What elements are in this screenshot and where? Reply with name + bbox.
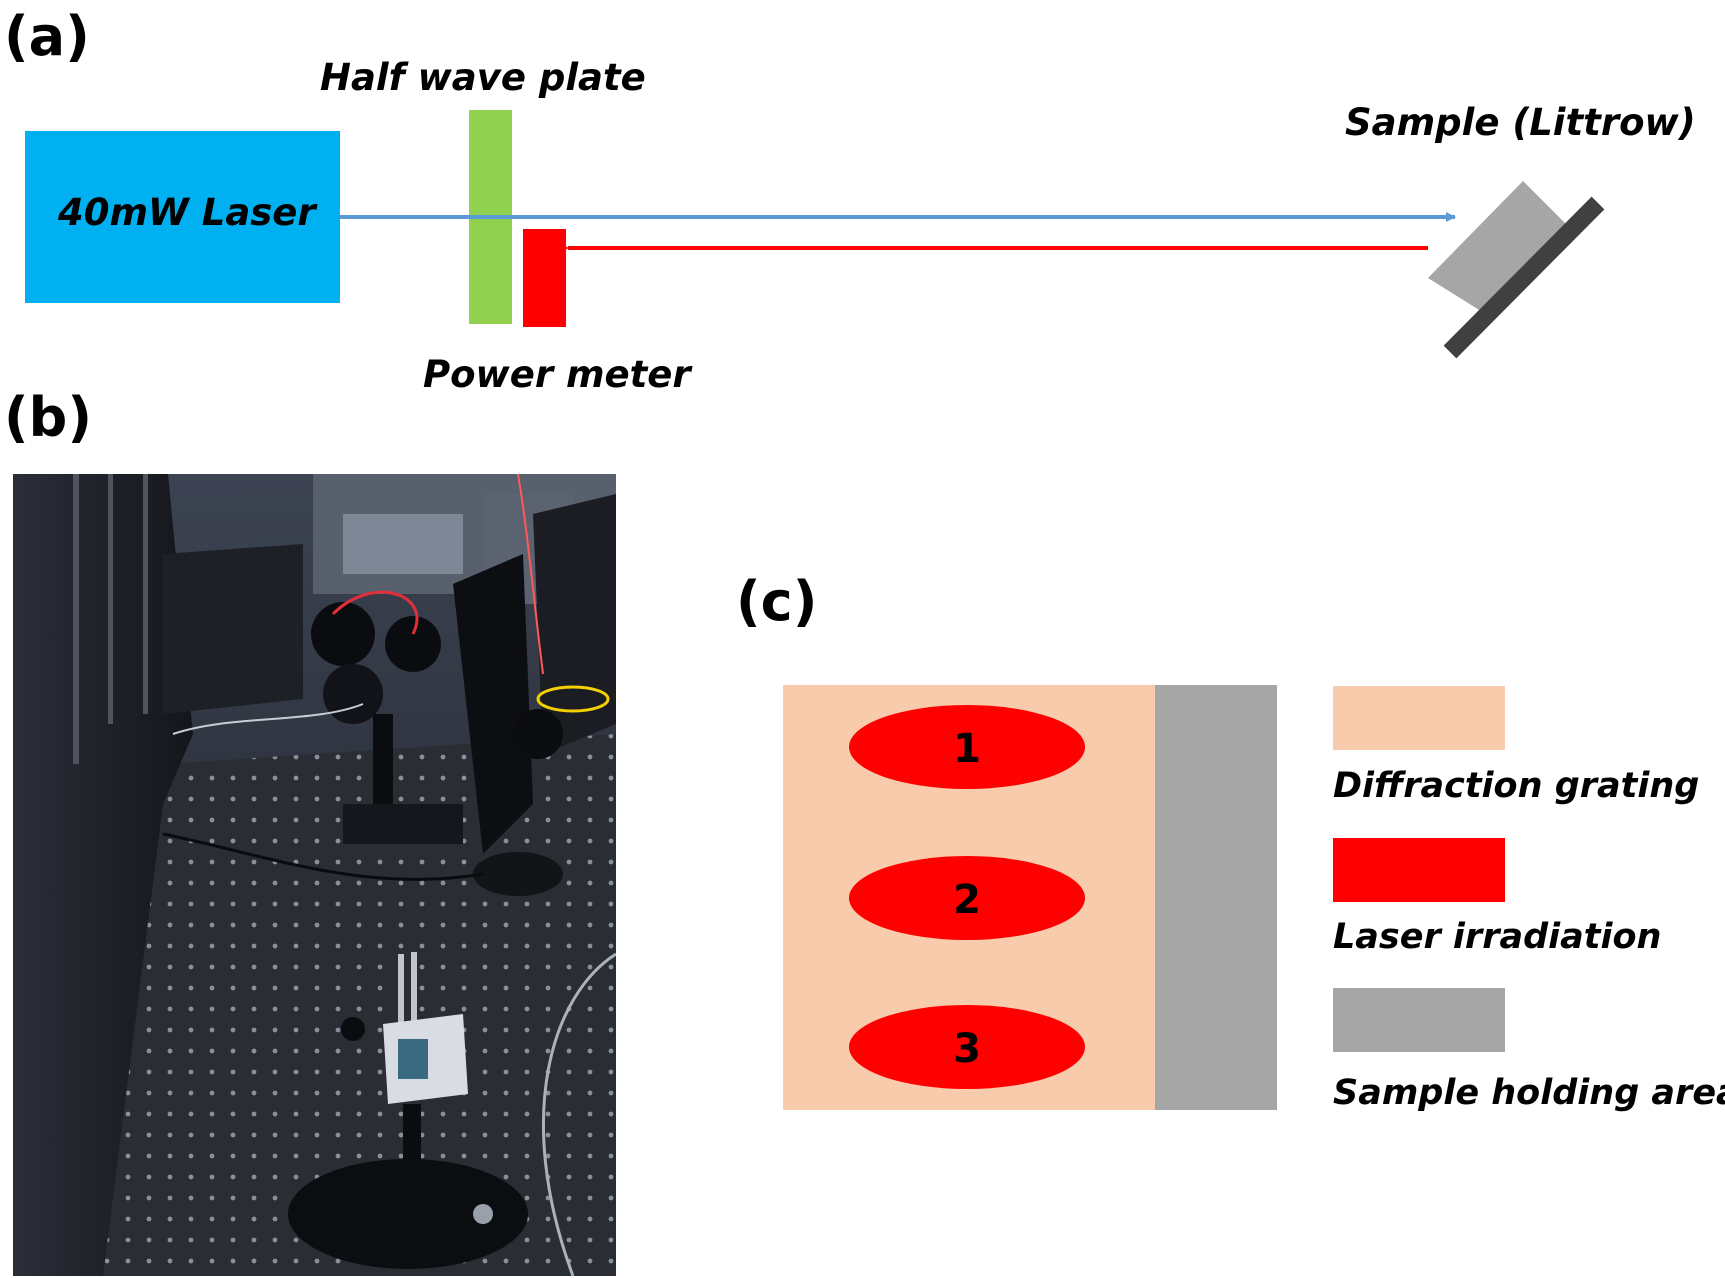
- panel-b-label: (b): [4, 386, 93, 449]
- laser-spot-2: [849, 856, 1085, 940]
- sample-block: [1428, 181, 1576, 313]
- laser-spot-2-number: 2: [953, 877, 981, 923]
- sample-label: Sample (Littrow): [1345, 101, 1696, 144]
- laser-label: 40mW Laser: [58, 191, 316, 234]
- half-wave-plate-label: Half wave plate: [320, 56, 646, 99]
- laser-box: [25, 131, 340, 303]
- panel-c-label: (c): [736, 570, 818, 633]
- laser-spot-1: [849, 705, 1085, 789]
- legend-swatch-grating: [1333, 686, 1505, 750]
- legend-label-grating: Diffraction grating: [1333, 766, 1700, 806]
- laser-spot-1-number: 1: [953, 726, 981, 772]
- power-meter-label: Power meter: [423, 353, 691, 396]
- sample-holding-area: [1155, 685, 1277, 1110]
- laser-spot-3-number: 3: [953, 1026, 981, 1072]
- legend-label-holding: Sample holding area: [1333, 1073, 1725, 1113]
- legend-swatch-holding: [1333, 988, 1505, 1052]
- laser-spot-3: [849, 1005, 1085, 1089]
- legend-label-laser: Laser irradiation: [1333, 917, 1662, 957]
- setup-photo: [13, 474, 616, 1276]
- setup-photo-drawing: [13, 474, 616, 1276]
- legend-swatch-laser: [1333, 838, 1505, 902]
- panel-a-label: (a): [4, 5, 90, 68]
- sample-mount: [1443, 196, 1605, 359]
